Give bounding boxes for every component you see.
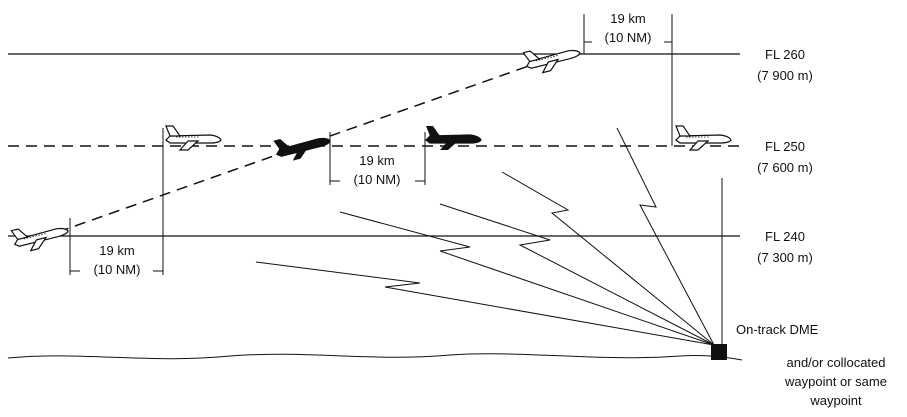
aircraft-icon <box>425 125 482 151</box>
fl240-label: FL 240 <box>765 229 805 244</box>
separation-top-km: 19 km <box>610 11 645 26</box>
dme-note-line-1: and/or collocated <box>786 355 885 370</box>
fl260-metric: (7 900 m) <box>757 68 813 83</box>
separation-bottom-nm: (10 NM) <box>94 262 141 277</box>
dme-note-line-2: waypoint or same <box>784 374 887 389</box>
separation-middle-km: 19 km <box>359 153 394 168</box>
fl240-metric: (7 300 m) <box>757 250 813 265</box>
dme-signal-lines <box>255 127 715 346</box>
dme-label: On-track DME <box>736 322 819 337</box>
fl250-label: FL 250 <box>765 139 805 154</box>
dme-station-icon <box>711 344 727 360</box>
fl250-metric: (7 600 m) <box>757 160 813 175</box>
aircraft-icon <box>10 216 72 255</box>
separation-middle-nm: (10 NM) <box>354 172 401 187</box>
ground-line <box>7 353 743 361</box>
separation-top-nm: (10 NM) <box>605 30 652 45</box>
dme-note-line-3: waypoint <box>809 393 862 408</box>
separation-bracket-bottom <box>69 128 164 275</box>
separation-bottom-km: 19 km <box>99 243 134 258</box>
fl260-label: FL 260 <box>765 47 805 62</box>
separation-bracket-top <box>583 14 673 146</box>
aircraft-icon <box>522 38 584 77</box>
aircraft-icon <box>272 126 334 165</box>
